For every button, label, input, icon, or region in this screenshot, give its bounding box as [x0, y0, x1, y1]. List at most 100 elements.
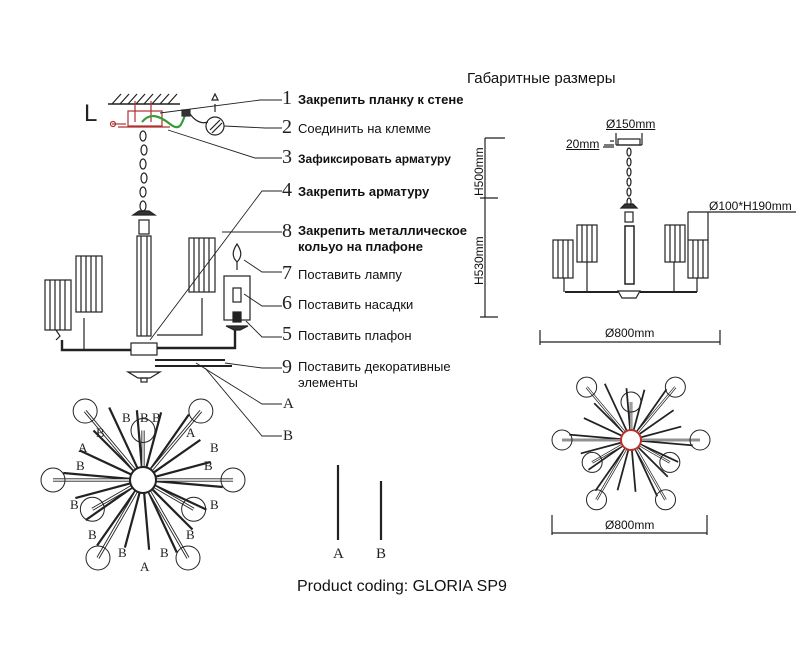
step-number: 5 [282, 323, 292, 345]
top-view-left [40, 398, 246, 571]
top-view-rod-label: B [76, 458, 85, 473]
overall-diameter-label: Ø800mm [605, 326, 655, 340]
top-view-rod-label: B [140, 410, 149, 425]
top-view-rod-label: B [152, 410, 161, 425]
shade-size-label: Ø100*H190mm [709, 199, 792, 213]
step-6: 6 Поставить насадки [282, 292, 413, 315]
step-7: 7 Поставить лампу [282, 262, 402, 285]
rod [155, 480, 223, 489]
step-text: Закрепить планку к стене [298, 92, 464, 107]
hub [620, 429, 642, 451]
rod [593, 402, 625, 434]
rod [108, 407, 139, 469]
dimensions-title: Габаритные размеры [467, 70, 616, 87]
rod [640, 439, 693, 447]
callout-b: B [283, 428, 294, 444]
rod [75, 482, 131, 500]
step-number: 1 [282, 87, 292, 109]
shade-circle [659, 451, 681, 473]
rod [63, 471, 131, 480]
step-text-line2: кольуо на плафоне [298, 239, 423, 254]
callout-a: A [283, 396, 294, 412]
top-view-rod-label: B [88, 527, 97, 542]
shade-right-1 [188, 237, 216, 293]
rod [634, 448, 658, 497]
leader-lines [149, 99, 282, 437]
step-text: Зафиксировать арматуру [298, 152, 451, 166]
shade-circle [664, 376, 686, 398]
rod [154, 484, 207, 511]
rod [639, 443, 679, 463]
top-view-rod-label: B [118, 545, 127, 560]
elevation-view [480, 133, 796, 345]
mount-letter: L [84, 100, 98, 127]
body-height-label: H530mm [472, 236, 486, 285]
rod [143, 492, 151, 550]
rod [96, 490, 137, 547]
rod [147, 491, 178, 553]
shade-circle [551, 429, 573, 451]
top-view-diameter-label: Ø800mm [605, 518, 655, 532]
step-text-line2: элементы [298, 375, 358, 390]
step-number: 3 [282, 146, 292, 168]
arms [60, 298, 237, 352]
rod [85, 486, 133, 522]
rod [630, 449, 637, 492]
mounting-plate [118, 101, 170, 128]
rod [79, 449, 132, 476]
top-view-rod-label: B [122, 410, 131, 425]
step-number: 8 [282, 220, 292, 242]
central-column [125, 210, 163, 383]
rod-a-label: A [333, 546, 344, 562]
chain-height-label: H500mm [472, 147, 486, 196]
shade-circle [79, 496, 105, 522]
step-3: 3 Зафиксировать арматуру [282, 146, 451, 169]
rod [636, 388, 668, 433]
step-text: Соединить на клемме [298, 121, 431, 136]
shade-circle [85, 545, 111, 571]
shade-circle [72, 398, 98, 424]
step-1: 1 Закрепить планку к стене [282, 87, 463, 110]
shade-circle [655, 489, 676, 511]
step-text: Закрепить арматуру [298, 184, 430, 199]
shade-circle [175, 545, 201, 571]
step-9: 9 Поставить декоративные элементы [282, 356, 451, 391]
step-number: 9 [282, 356, 292, 378]
rod [151, 488, 194, 531]
rod [632, 389, 646, 431]
rod [616, 449, 630, 491]
rod [92, 429, 135, 472]
top-view-rod-label: B [186, 527, 195, 542]
shade-left-2 [75, 255, 103, 313]
shade-circle [40, 467, 66, 493]
product-coding: Product coding: GLORIA SP9 [297, 578, 507, 595]
top-view-rod-label: B [210, 440, 219, 455]
top-view-right [551, 376, 711, 511]
step-number: 6 [282, 292, 292, 314]
rod [580, 441, 622, 455]
step-2: 2 Соединить на клемме [282, 116, 431, 139]
shade-circle [181, 496, 207, 522]
shade-left-1 [44, 279, 72, 341]
exploded-shade [223, 242, 251, 331]
canopy-height-label: 20mm [566, 137, 600, 151]
rod [625, 388, 632, 431]
top-view-rod-label: B [210, 497, 219, 512]
shade-circle [220, 467, 246, 493]
shade-circle [689, 429, 711, 451]
rod [640, 425, 682, 439]
top-view-rod-label: B [70, 497, 79, 512]
canopy-diameter-label: Ø150mm [606, 117, 656, 131]
rod [587, 445, 624, 471]
rod [637, 446, 669, 478]
step-text: Закрепить металлическое [298, 223, 467, 238]
rod-b-label: B [376, 546, 387, 562]
rod [145, 412, 163, 468]
top-view-rod-label: A [140, 559, 150, 574]
rod [604, 383, 628, 432]
shade-circle [188, 398, 214, 424]
step-text: Поставить декоративные [298, 359, 451, 374]
step-text: Поставить плафон [298, 328, 412, 343]
top-view-rod-label: A [186, 425, 196, 440]
